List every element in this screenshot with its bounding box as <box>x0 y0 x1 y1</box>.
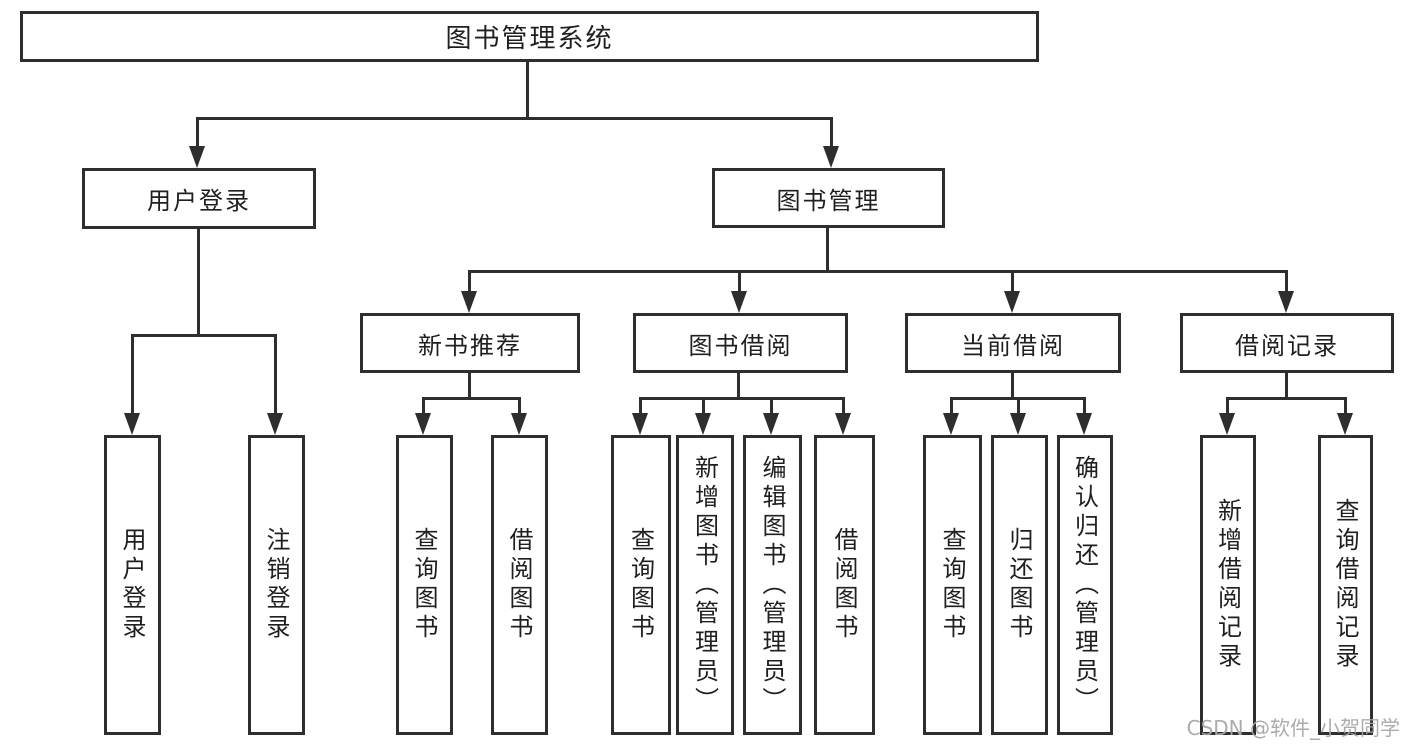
node-book-management: 图书管理 <box>712 168 945 228</box>
arrow-down-icon <box>124 413 140 435</box>
arrow-down-icon <box>461 291 477 313</box>
connector-line <box>518 397 521 415</box>
connector-line <box>1011 373 1014 400</box>
arrow-down-icon <box>835 413 851 435</box>
connector-line <box>196 117 199 147</box>
arrow-down-icon <box>1219 413 1235 435</box>
connector-line <box>1017 397 1020 415</box>
connector-line <box>1226 397 1229 415</box>
node-current-borrowing: 当前借阅 <box>905 313 1121 373</box>
connector-line <box>422 397 521 400</box>
arrow-down-icon <box>1010 413 1026 435</box>
arrow-down-icon <box>731 291 747 313</box>
csdn-watermark: CSDN @软件_小贺同学 <box>1186 716 1400 740</box>
arrow-down-icon <box>823 146 839 168</box>
leaf-add-borrow-record: 新增借阅记录 <box>1200 435 1256 735</box>
connector-line <box>639 397 642 415</box>
node-new-book-recommendation: 新书推荐 <box>360 313 580 373</box>
arrow-down-icon <box>1076 413 1092 435</box>
arrow-down-icon <box>511 413 527 435</box>
leaf-edit-books-admin: 编辑图书（管理员） <box>743 435 802 735</box>
connector-line <box>1083 397 1086 415</box>
leaf-logout: 注销登录 <box>248 435 305 735</box>
node-user-login: 用户登录 <box>82 168 316 229</box>
leaf-query-borrow-record: 查询借阅记录 <box>1318 435 1373 735</box>
connector-line <box>196 117 833 120</box>
arrow-down-icon <box>267 413 283 435</box>
connector-line <box>1285 373 1288 400</box>
leaf-add-books-admin: 新增图书（管理员） <box>676 435 734 735</box>
connector-line <box>950 397 953 415</box>
connector-line <box>274 334 277 414</box>
connector-line <box>702 397 705 415</box>
connector-line <box>770 397 773 415</box>
connector-line <box>197 229 200 336</box>
connector-line <box>842 397 845 415</box>
arrow-down-icon <box>1337 413 1353 435</box>
node-book-borrowing: 图书借阅 <box>633 313 848 373</box>
connector-line <box>468 270 471 292</box>
connector-line <box>468 270 1288 273</box>
connector-line <box>738 270 741 292</box>
arrow-down-icon <box>943 413 959 435</box>
arrow-down-icon <box>189 146 205 168</box>
leaf-borrow-books-recommend: 借阅图书 <box>491 435 548 735</box>
connector-line <box>422 397 425 415</box>
leaf-user-login: 用户登录 <box>104 435 161 735</box>
connector-line <box>830 117 833 147</box>
leaf-confirm-return-admin: 确认归还（管理员） <box>1057 435 1113 735</box>
connector-line <box>131 334 277 337</box>
node-library-management-system: 图书管理系统 <box>20 11 1039 62</box>
leaf-borrow-books: 借阅图书 <box>814 435 875 735</box>
connector-line <box>468 373 471 400</box>
connector-line <box>826 228 829 273</box>
arrow-down-icon <box>632 413 648 435</box>
connector-line <box>1011 270 1014 292</box>
connector-line <box>1344 397 1347 415</box>
arrow-down-icon <box>415 413 431 435</box>
node-borrowing-records: 借阅记录 <box>1180 313 1394 373</box>
leaf-return-books: 归还图书 <box>991 435 1048 735</box>
leaf-query-books-current: 查询图书 <box>923 435 982 735</box>
arrow-down-icon <box>763 413 779 435</box>
connector-line <box>737 373 740 400</box>
connector-line <box>131 334 134 414</box>
leaf-query-books-recommend: 查询图书 <box>396 435 453 735</box>
connector-line <box>1226 397 1347 400</box>
connector-line <box>1285 270 1288 292</box>
leaf-query-books-borrow: 查询图书 <box>611 435 671 735</box>
arrow-down-icon <box>1004 291 1020 313</box>
arrow-down-icon <box>695 413 711 435</box>
connector-line <box>639 397 845 400</box>
connector-line <box>526 62 529 120</box>
arrow-down-icon <box>1278 291 1294 313</box>
